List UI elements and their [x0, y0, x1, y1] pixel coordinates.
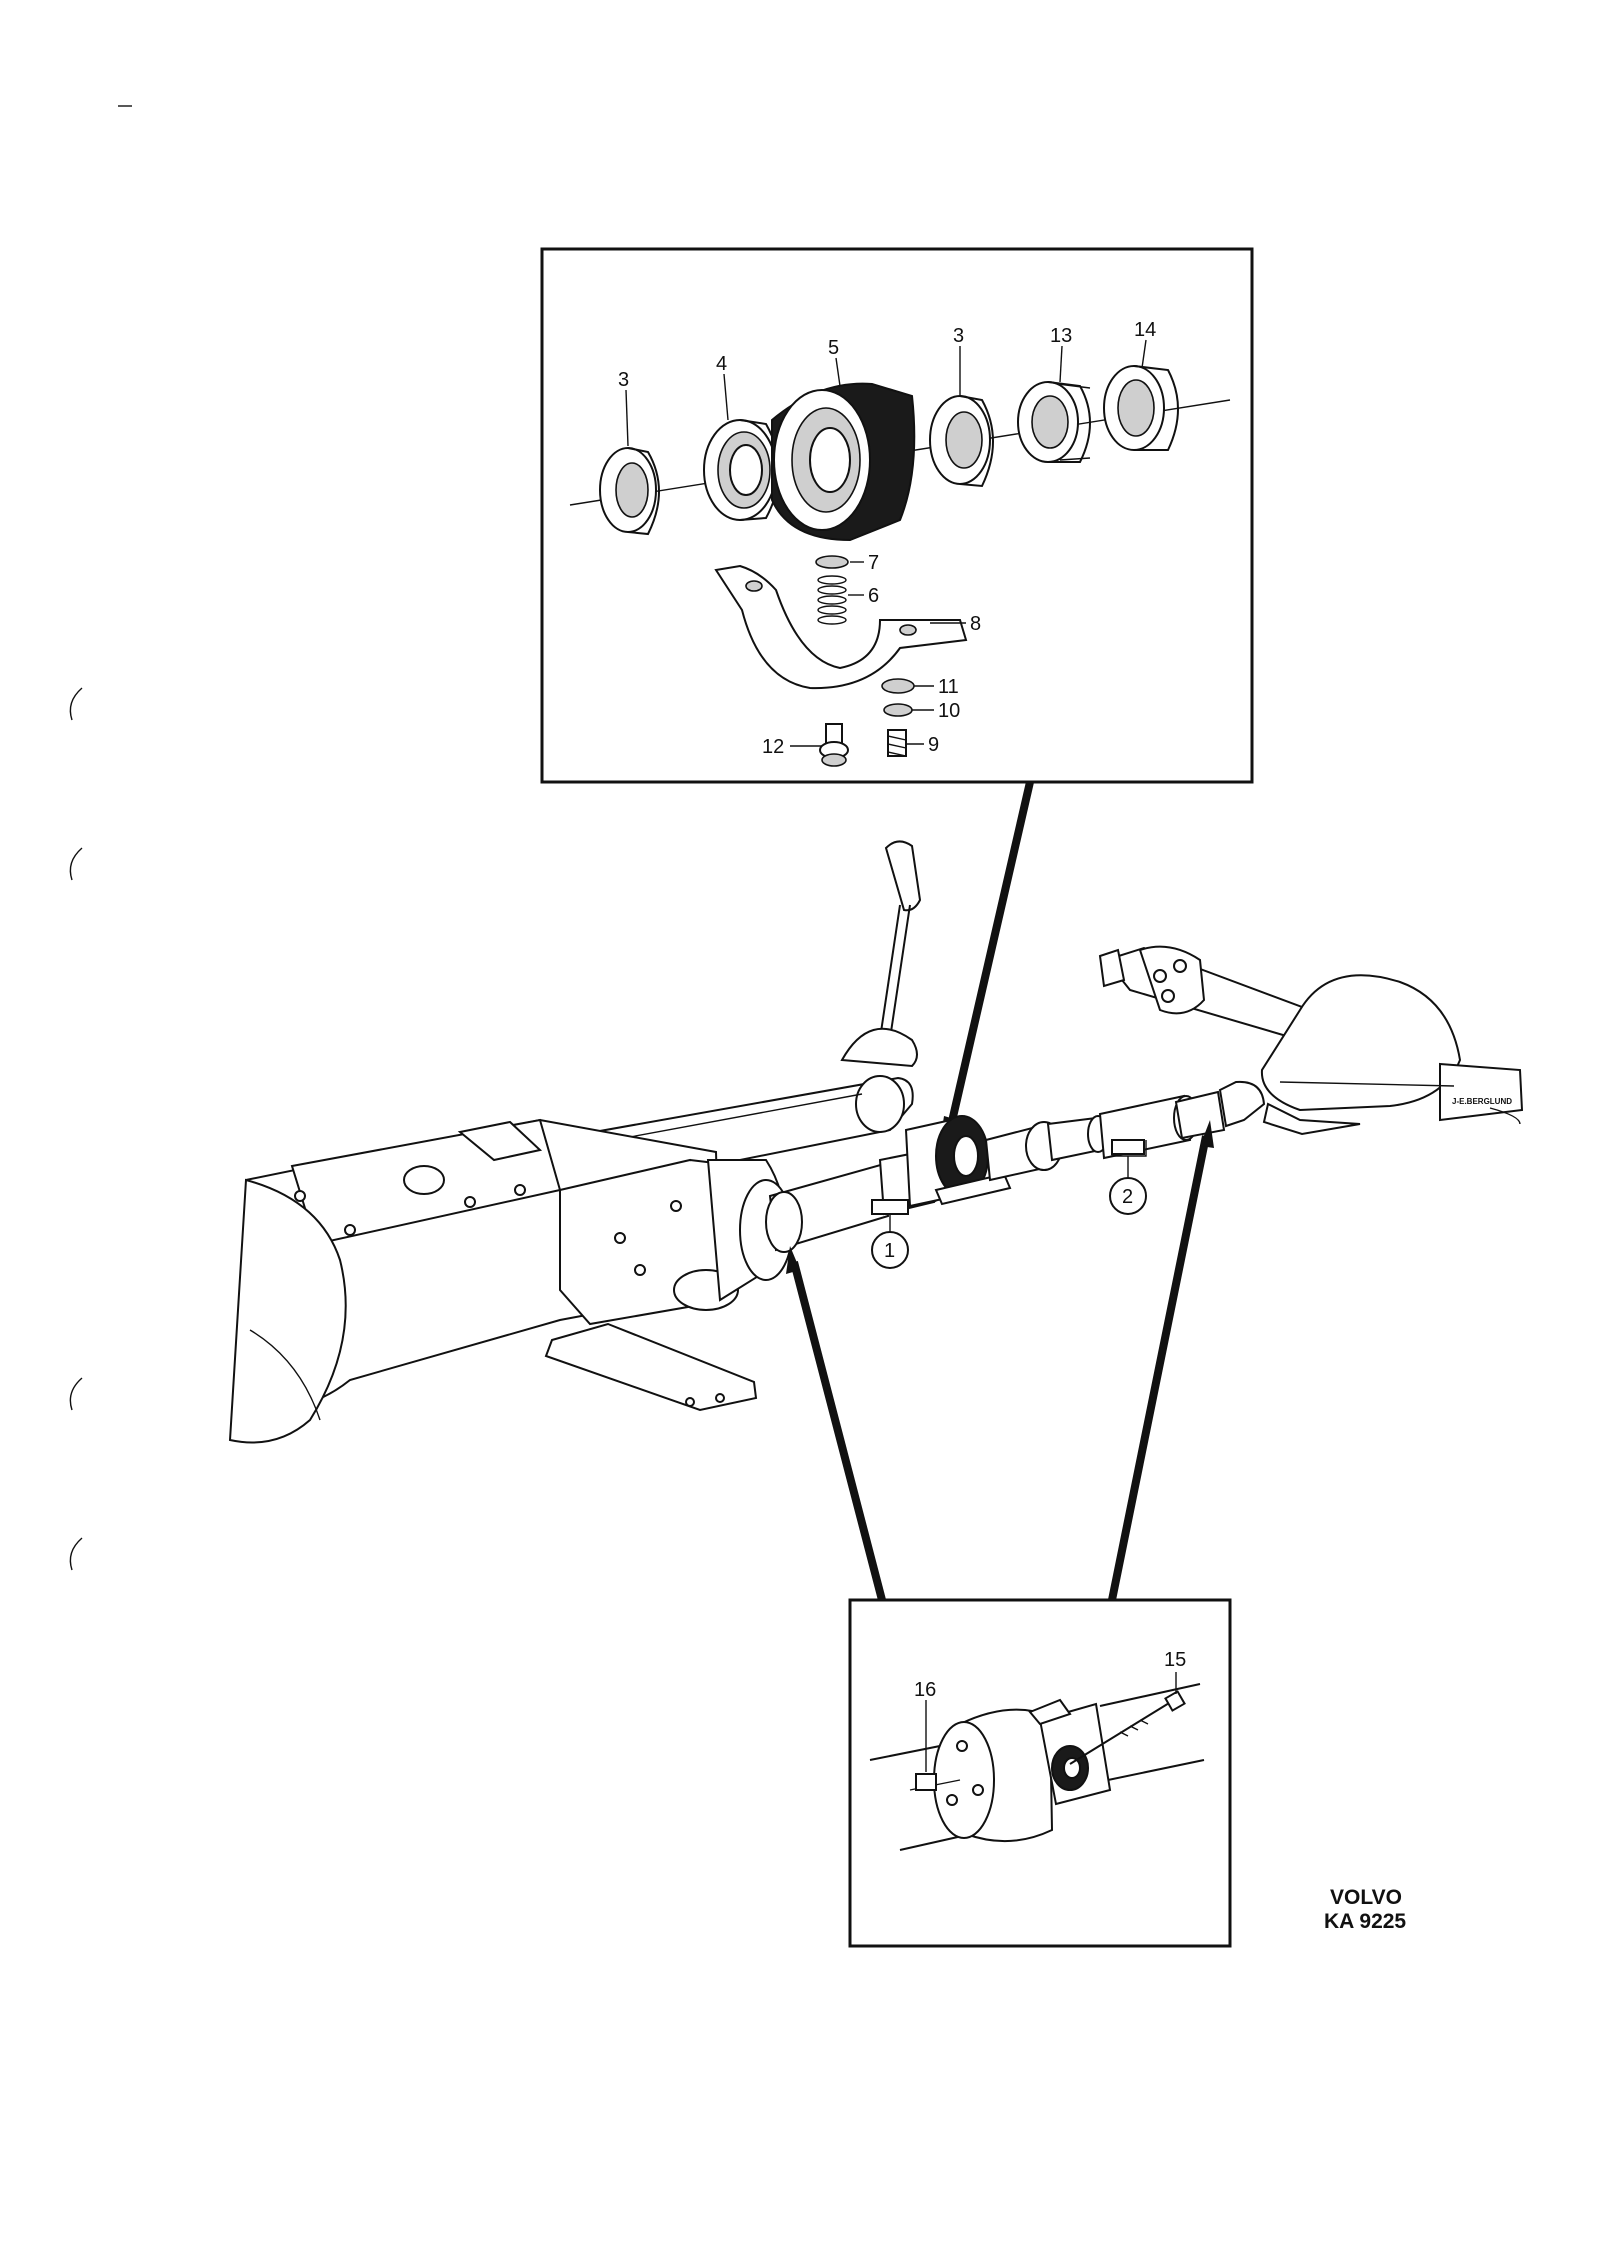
rear-axle — [1098, 945, 1524, 1136]
figure-brand: VOLVO — [1330, 1886, 1402, 1909]
gear-lever — [840, 840, 922, 1068]
callout-8: 8 — [970, 613, 981, 635]
washer-10 — [883, 703, 913, 717]
bolt-15 — [1069, 1690, 1186, 1765]
callout-14: 14 — [1134, 319, 1156, 341]
rear-propeller-shaft — [1098, 1080, 1266, 1160]
pointers-bottom — [786, 1120, 1214, 1602]
figure-code: VOLVO KA 9225 — [1324, 1886, 1406, 1933]
callout-13: 13 — [1050, 325, 1072, 347]
leader-lines-top — [625, 339, 1147, 747]
callout-1: 1 — [884, 1240, 895, 1262]
washer-7 — [815, 555, 849, 569]
washer-3-left — [599, 447, 660, 536]
callout-7: 7 — [868, 552, 879, 574]
gearbox — [228, 1118, 763, 1444]
bolt-12 — [819, 723, 849, 767]
dust-cover-14 — [1103, 365, 1179, 451]
coupling-flange — [933, 1708, 1054, 1843]
callout-4: 4 — [716, 353, 727, 375]
spring-6 — [817, 575, 847, 625]
shaft-callout-2: 2 — [1109, 1140, 1147, 1215]
callout-11: 11 — [938, 676, 959, 698]
figure-number: KA 9225 — [1324, 1910, 1406, 1933]
drivetrain-assembly: J-E.BERGLUND 1 2 — [228, 840, 1524, 1444]
gearbox-crossmember — [544, 1322, 758, 1412]
screw-9 — [887, 729, 907, 757]
washer-3-right — [929, 395, 994, 488]
washer-11 — [881, 678, 915, 694]
centre-bearing-detail: 3 4 5 3 13 14 7 6 8 11 10 9 12 — [540, 247, 1254, 784]
callout-2: 2 — [1122, 1186, 1133, 1208]
intermediate-u-joint — [984, 1115, 1109, 1182]
binder-marks — [69, 105, 132, 1571]
flange-bolt-detail: 16 15 — [848, 1598, 1232, 1948]
callout-10: 10 — [938, 700, 960, 722]
callout-12: 12 — [762, 736, 784, 758]
callout-16: 16 — [914, 1679, 936, 1701]
universal-joint — [1028, 1698, 1112, 1806]
support-bracket-8 — [714, 564, 968, 690]
pointer-top — [940, 781, 1034, 1142]
shaft-callout-1: 1 — [871, 1200, 909, 1269]
rubber-cushion-5 — [771, 382, 916, 542]
artist-credit: J-E.BERGLUND — [1452, 1097, 1512, 1106]
callout-15: 15 — [1164, 1649, 1186, 1671]
callout-6: 6 — [868, 585, 879, 607]
nut-16 — [909, 1700, 961, 1791]
callout-5: 5 — [828, 337, 839, 359]
callout-9: 9 — [928, 734, 939, 756]
splined-sleeve-13 — [1017, 381, 1091, 463]
callout-3-left: 3 — [618, 369, 629, 391]
centre-bearing — [904, 1115, 1012, 1208]
callout-3-right: 3 — [953, 325, 964, 347]
